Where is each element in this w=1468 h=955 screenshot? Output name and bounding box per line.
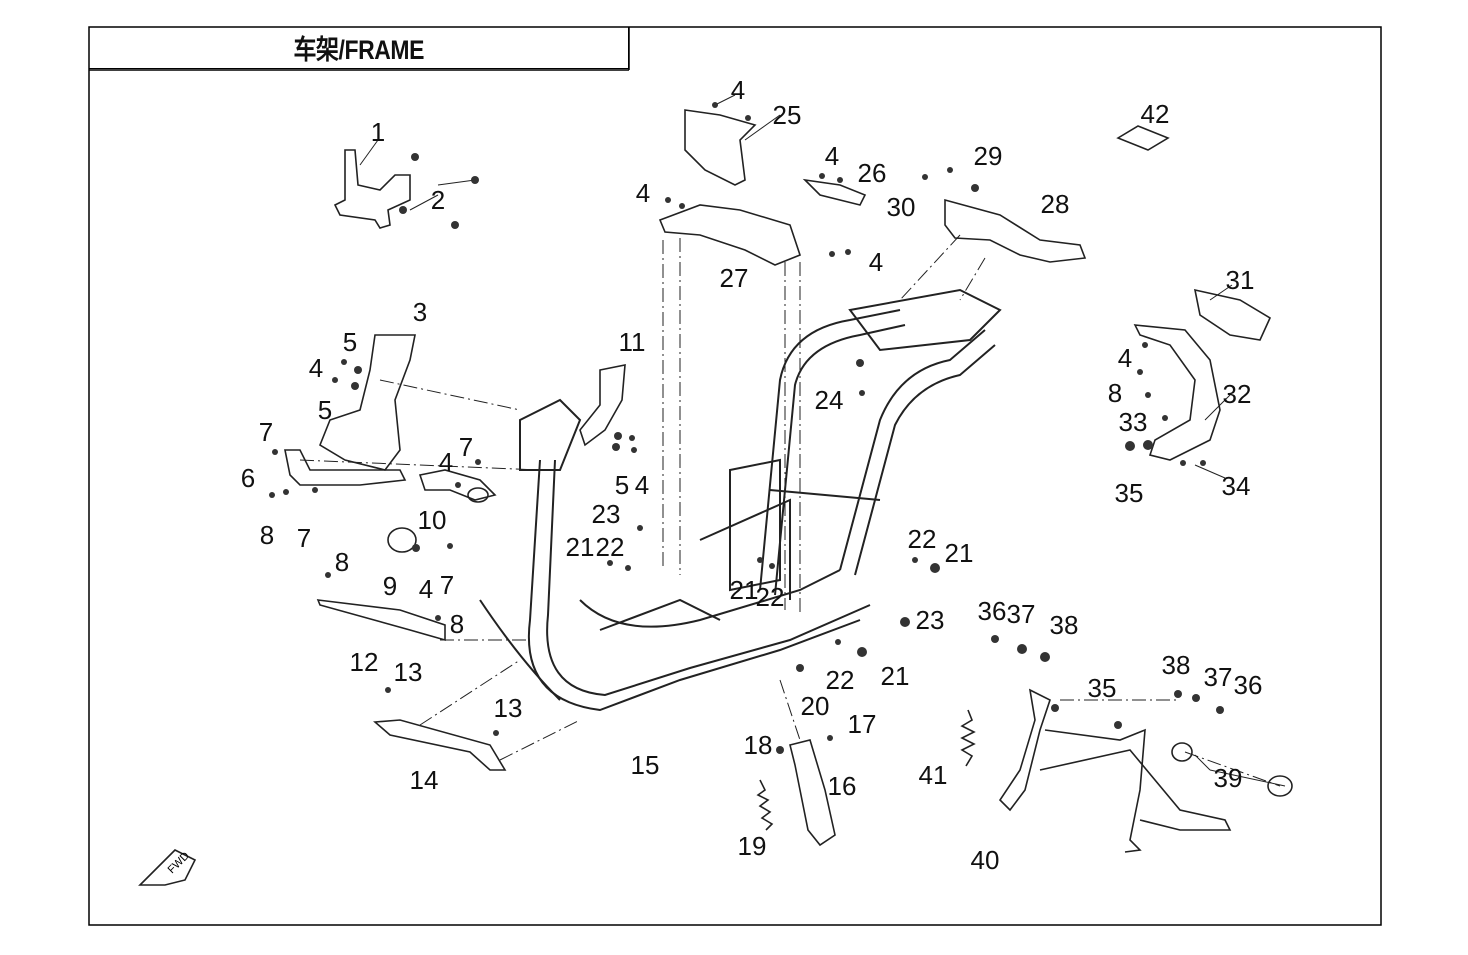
callout-22: 22 (596, 532, 625, 562)
callout-leaders (359, 94, 1286, 787)
callout-36: 36 (1234, 670, 1263, 700)
callout-22: 22 (826, 665, 855, 695)
callout-15: 15 (631, 750, 660, 780)
page-title: 车架/FRAME (293, 35, 424, 65)
callout-8: 8 (335, 547, 349, 577)
callout-4: 4 (636, 178, 650, 208)
callout-14: 14 (410, 765, 439, 795)
callout-35: 35 (1088, 673, 1117, 703)
callout-26: 26 (858, 158, 887, 188)
frame-main (479, 288, 1002, 712)
callout-5: 5 (343, 327, 357, 357)
sheet-border (88, 26, 1382, 926)
callout-9: 9 (383, 571, 397, 601)
callout-22: 22 (756, 582, 785, 612)
callout-31: 31 (1226, 265, 1255, 295)
callout-13: 13 (394, 657, 423, 687)
callout-33: 33 (1119, 407, 1148, 437)
callout-40: 40 (971, 845, 1000, 875)
callout-23: 23 (916, 605, 945, 635)
callout-4: 4 (1118, 343, 1132, 373)
leader-lines (299, 234, 1281, 787)
callout-4: 4 (419, 574, 433, 604)
callout-27: 27 (720, 263, 749, 293)
callout-7: 7 (440, 570, 454, 600)
title-block: 车架/FRAME (89, 27, 629, 69)
callout-24: 24 (815, 385, 844, 415)
callout-42: 42 (1141, 99, 1170, 129)
callout-4: 4 (439, 447, 453, 477)
callout-25: 25 (773, 100, 802, 130)
callout-4: 4 (731, 75, 745, 105)
callout-21: 21 (566, 532, 595, 562)
callout-34: 34 (1222, 471, 1251, 501)
callout-4: 4 (309, 353, 323, 383)
callout-10: 10 (418, 505, 447, 535)
callout-7: 7 (459, 432, 473, 462)
callout-36: 36 (978, 596, 1007, 626)
callout-32: 32 (1223, 379, 1252, 409)
callout-13: 13 (494, 693, 523, 723)
callout-17: 17 (848, 709, 877, 739)
callout-7: 7 (259, 417, 273, 447)
callout-18: 18 (744, 730, 773, 760)
callout-21: 21 (881, 661, 910, 691)
callout-38: 38 (1050, 610, 1079, 640)
callout-16: 16 (828, 771, 857, 801)
callout-12: 12 (350, 647, 379, 677)
callout-8: 8 (1108, 378, 1122, 408)
callout-23: 23 (592, 499, 621, 529)
fasteners (269, 102, 1224, 754)
small-parts (138, 109, 1293, 886)
callout-5: 5 (615, 470, 629, 500)
callout-3: 3 (413, 297, 427, 327)
callout-7: 7 (297, 523, 311, 553)
callout-37: 37 (1007, 599, 1036, 629)
callout-21: 21 (730, 575, 759, 605)
callout-4: 4 (825, 141, 839, 171)
callout-21: 21 (945, 538, 974, 568)
callout-5: 5 (318, 395, 332, 425)
callout-22: 22 (908, 524, 937, 554)
callout-2: 2 (431, 185, 445, 215)
callout-38: 38 (1162, 650, 1191, 680)
callout-41: 41 (919, 760, 948, 790)
callout-6: 6 (241, 463, 255, 493)
fwd-arrow-label: FWD (166, 850, 192, 876)
callout-35: 35 (1115, 478, 1144, 508)
callout-30: 30 (887, 192, 916, 222)
callout-29: 29 (974, 141, 1003, 171)
callout-39: 39 (1214, 763, 1243, 793)
callout-4: 4 (635, 470, 649, 500)
callout-4: 4 (869, 247, 883, 277)
callout-28: 28 (1041, 189, 1070, 219)
callout-19: 19 (738, 831, 767, 861)
callout-37: 37 (1204, 662, 1233, 692)
callout-8: 8 (260, 520, 274, 550)
callout-11: 11 (619, 327, 646, 357)
callout-8: 8 (450, 609, 464, 639)
callout-20: 20 (801, 691, 830, 721)
callout-1: 1 (371, 117, 385, 147)
